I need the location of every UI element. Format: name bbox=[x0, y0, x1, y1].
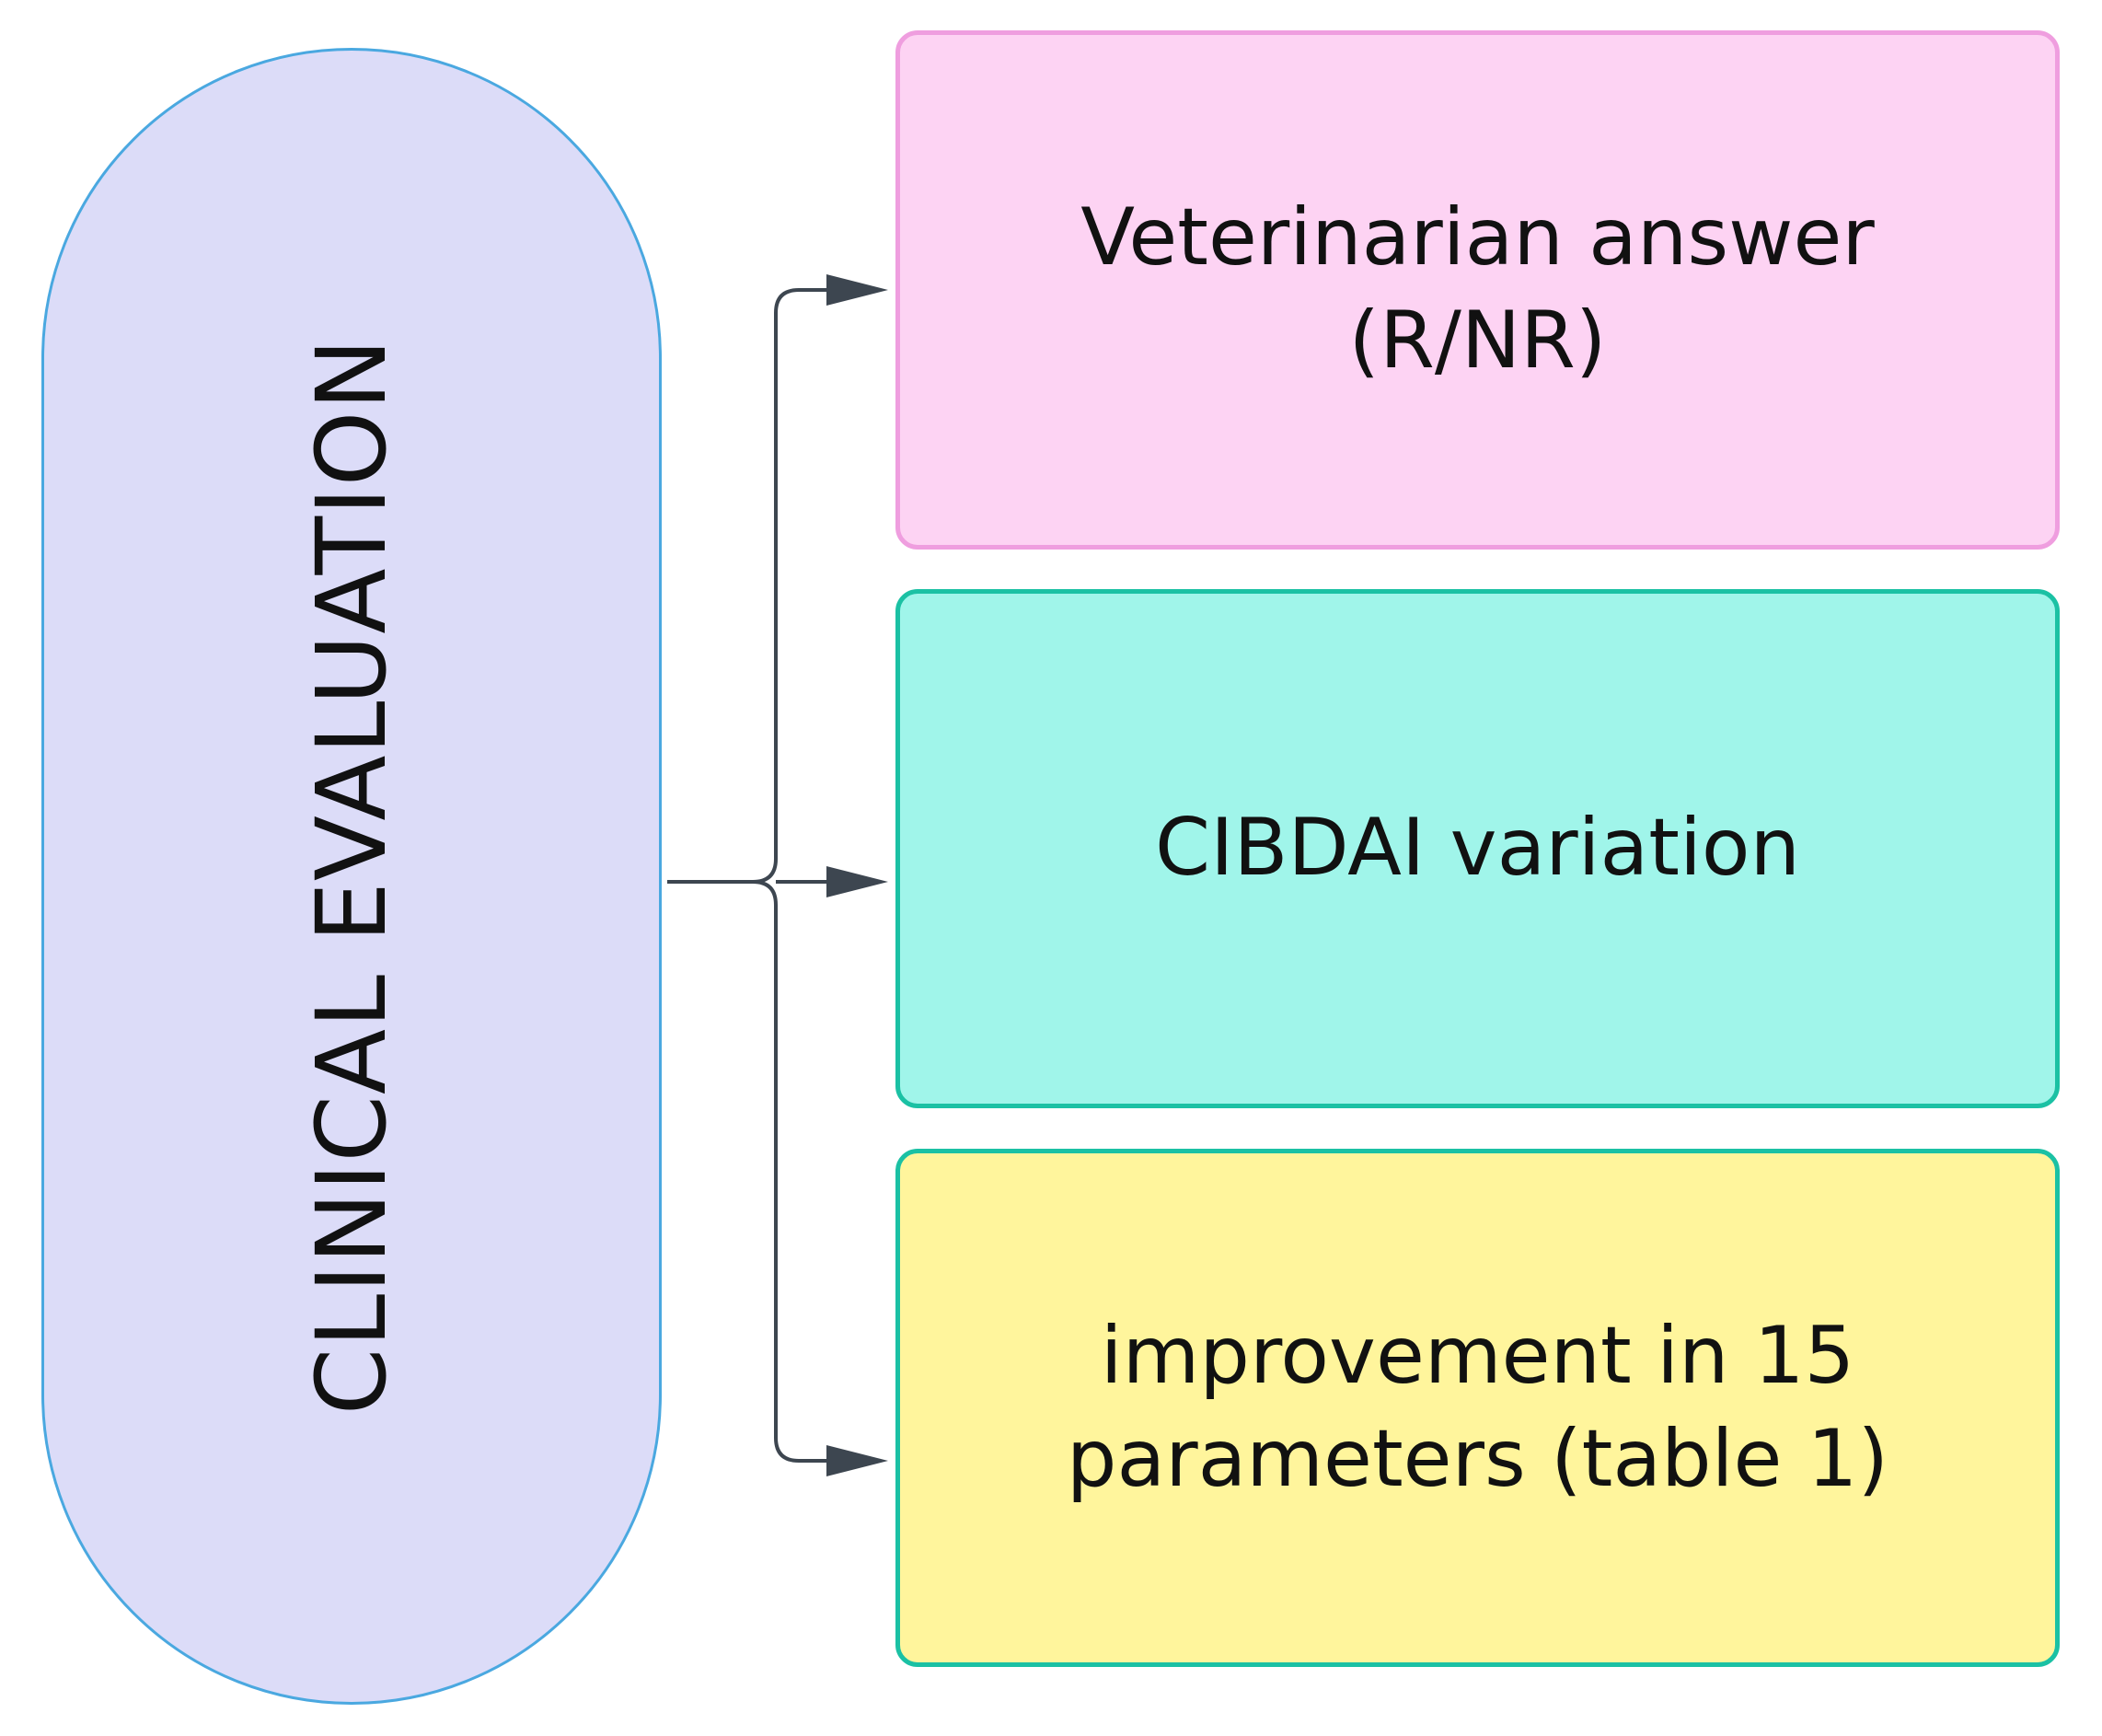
veterinarian-answer-node[interactable]: Veterinarian answer (R/NR) bbox=[895, 30, 2060, 550]
arrow-to-improvement-parameters bbox=[826, 1445, 888, 1476]
connector-main-line-lower bbox=[752, 880, 778, 906]
cibdai-variation-label: CIBDAI variation bbox=[1155, 802, 1800, 895]
arrow-to-cibdai-variation bbox=[826, 866, 888, 897]
veterinarian-answer-label: Veterinarian answer (R/NR) bbox=[1080, 191, 1875, 387]
improvement-parameters-label: improvement in 15 parameters (table 1) bbox=[1066, 1309, 1889, 1505]
connector-main-line bbox=[667, 858, 778, 884]
clinical-evaluation-node[interactable]: CLINICAL EVALUATION bbox=[41, 48, 662, 1705]
improvement-parameters-node[interactable]: improvement in 15 parameters (table 1) bbox=[895, 1149, 2060, 1667]
connector-bracket bbox=[774, 288, 828, 1463]
arrow-to-veterinarian-answer bbox=[826, 274, 888, 306]
cibdai-variation-node[interactable]: CIBDAI variation bbox=[895, 589, 2060, 1108]
clinical-evaluation-label: CLINICAL EVALUATION bbox=[295, 337, 408, 1416]
